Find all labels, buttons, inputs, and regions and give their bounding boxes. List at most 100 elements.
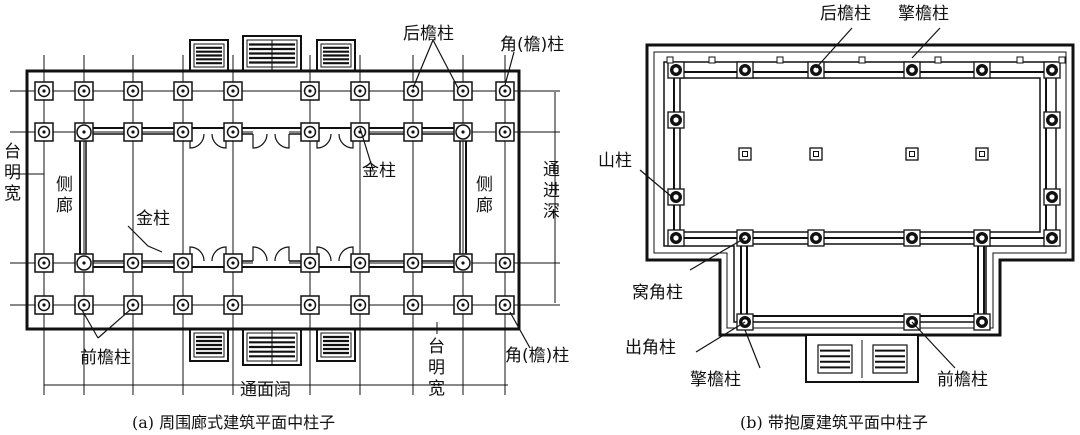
annex-walls	[740, 238, 985, 322]
column-grid	[666, 56, 1066, 331]
label-side-corridor-right: 侧廊	[476, 175, 493, 216]
label-inner-corner-column: 窝角柱	[632, 283, 683, 303]
interior-column	[809, 147, 823, 161]
interior-column	[975, 147, 989, 161]
column	[453, 81, 473, 101]
caption-a: (a) 周围廊式建筑平面中柱子	[132, 413, 335, 432]
column	[903, 61, 921, 79]
axis-grid	[10, 55, 560, 395]
column	[403, 122, 423, 142]
svg-text:廊: 廊	[476, 196, 493, 216]
column	[123, 295, 143, 315]
platform-outline	[25, 69, 521, 331]
column	[74, 81, 94, 101]
support-column	[776, 56, 784, 64]
column	[34, 81, 54, 101]
column	[403, 253, 423, 273]
leader-lines	[639, 27, 956, 369]
interior-column	[738, 147, 752, 161]
support-column	[934, 56, 942, 64]
svg-text:深: 深	[543, 202, 560, 222]
label-support-eave-column-bottom: 擎檐柱	[690, 370, 741, 390]
svg-text:明: 明	[4, 163, 21, 183]
column	[903, 229, 921, 247]
support-column	[708, 56, 716, 64]
support-column	[666, 56, 674, 64]
support-column	[858, 56, 866, 64]
column	[34, 122, 54, 142]
stairs-bottom	[805, 334, 919, 383]
door	[189, 130, 227, 149]
dimension-lines	[10, 92, 556, 386]
door	[316, 246, 354, 265]
diagram-a-peristyle-plan: 后檐柱 角(檐)柱 金柱 金柱 前檐柱 角(檐)柱 通面阔 台明宽侧廊侧廊通进深…	[4, 24, 569, 432]
label-gable-column: 山柱	[598, 151, 632, 171]
column	[300, 295, 320, 315]
label-front-eave-column: 前檐柱	[80, 348, 131, 368]
stairs-top	[189, 35, 356, 72]
label-rear-eave-column: 后檐柱	[820, 4, 871, 24]
column	[1043, 111, 1061, 129]
column	[350, 295, 370, 315]
leader-lines	[81, 39, 531, 349]
label-front-eave-column: 前檐柱	[937, 370, 988, 390]
column	[973, 313, 991, 331]
label-golden-column-left: 金柱	[136, 209, 170, 229]
column	[173, 295, 193, 315]
column	[173, 253, 193, 273]
svg-text:侧: 侧	[56, 175, 73, 195]
column	[173, 81, 193, 101]
column	[350, 253, 370, 273]
column	[807, 229, 825, 247]
support-column	[1058, 56, 1066, 64]
column	[973, 229, 991, 247]
label-golden-column-right: 金柱	[362, 161, 396, 181]
platform-outline	[645, 43, 1075, 337]
interior-column	[905, 147, 919, 161]
svg-text:明: 明	[428, 358, 445, 378]
column	[350, 81, 370, 101]
column	[667, 111, 685, 129]
label-total-width: 通面阔	[240, 380, 291, 400]
interior-columns	[738, 147, 989, 161]
door	[252, 130, 290, 149]
door	[189, 246, 227, 265]
column	[403, 81, 423, 101]
column	[74, 122, 94, 142]
column	[973, 61, 991, 79]
column	[807, 61, 825, 79]
label-platform-width-bottom: 台明宽	[428, 337, 445, 399]
column	[1043, 61, 1061, 79]
column	[74, 253, 94, 273]
vertical-labels: 台明宽侧廊侧廊通进深台明宽	[4, 142, 560, 399]
eave-line	[663, 61, 1057, 323]
column	[74, 295, 94, 315]
hall-wall-inner	[679, 77, 1041, 233]
platform-inner-edge	[653, 51, 1067, 329]
column	[453, 253, 473, 273]
inner-wall-outer	[79, 127, 467, 268]
svg-text:台: 台	[428, 337, 445, 357]
column	[223, 81, 243, 101]
label-outer-corner-column: 出角柱	[625, 338, 676, 358]
svg-text:侧: 侧	[476, 175, 493, 195]
column	[34, 253, 54, 273]
column	[300, 253, 320, 273]
svg-text:通: 通	[543, 160, 560, 180]
column	[495, 122, 515, 142]
column	[495, 253, 515, 273]
door	[252, 246, 290, 265]
column-grid	[34, 81, 515, 315]
column	[123, 81, 143, 101]
inner-wall-inner	[85, 133, 461, 262]
label-rear-eave-column: 后檐柱	[403, 24, 454, 44]
annex-beam	[747, 237, 978, 245]
door	[316, 130, 354, 149]
column	[123, 253, 143, 273]
column	[667, 188, 685, 206]
column	[223, 253, 243, 273]
column	[495, 81, 515, 101]
support-column	[1016, 56, 1024, 64]
column	[736, 61, 754, 79]
